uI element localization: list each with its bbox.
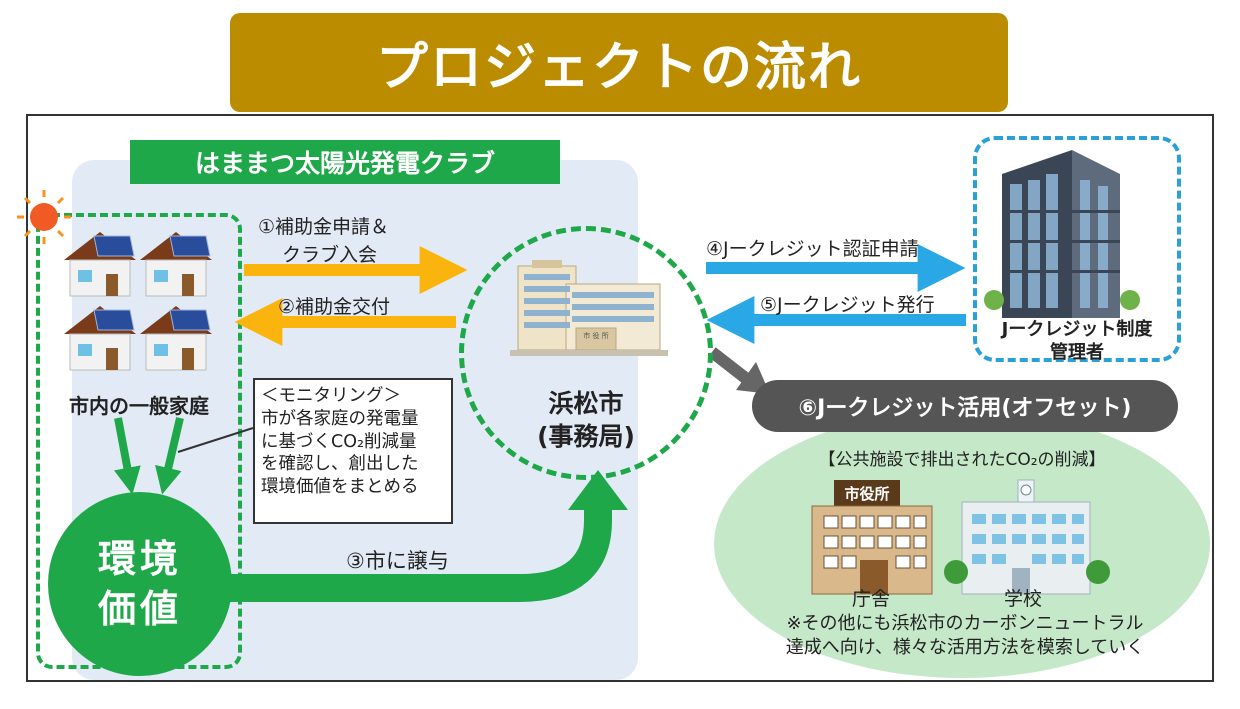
- usage-note: ※その他にも浜松市のカーボンニュートラル 達成へ向け、様々な活用方法を模索してい…: [730, 612, 1200, 661]
- city-office-label: 浜松市 (事務局): [459, 388, 713, 453]
- monitoring-box: ＜モニタリング＞ 市が各家庭の発電量 に基づくCO₂削減量 を確認し、創出した …: [253, 378, 453, 524]
- monitoring-line: を確認し、創出した: [261, 454, 419, 475]
- city-hall-label: 庁舎: [852, 588, 891, 610]
- env-value-line1: 環境: [97, 536, 182, 581]
- monitoring-heading: ＜モニタリング＞: [261, 386, 401, 406]
- city-hall-icon: 市役所: [811, 480, 933, 595]
- school-label: 学校: [1004, 588, 1043, 610]
- monitoring-line: 環境価値をまとめる: [261, 477, 419, 497]
- arrow-step3-head: [568, 470, 628, 510]
- diagram-frame: [26, 114, 1214, 682]
- jcredit-admin-line2: 管理者: [1050, 342, 1104, 364]
- sun-icon: [17, 190, 71, 244]
- arrow-step6: [708, 347, 752, 385]
- step2-label: ②補助金交付: [278, 296, 391, 318]
- monitoring-line: に基づくCO₂削減量: [261, 431, 417, 452]
- city-office-circle: [459, 226, 713, 480]
- page-title: プロジェクトの流れ: [230, 13, 1008, 112]
- city-name: 浜松市: [548, 389, 624, 418]
- step3-label: ③市に譲与: [346, 549, 449, 573]
- monitoring-line: 市が各家庭の発電量: [261, 408, 419, 429]
- monitoring-leader-line: [177, 427, 254, 453]
- school-icon: [944, 479, 1110, 595]
- env-value-line2: 価値: [97, 587, 182, 631]
- step1-label-line1: ①補助金申請＆: [258, 216, 390, 238]
- jcredit-admin-box: [973, 136, 1181, 362]
- city-role: (事務局): [537, 421, 635, 451]
- step6-label: ⑥Jークレジット活用(オフセット): [752, 380, 1178, 432]
- usage-note-line1: ※その他にも浜松市のカーボンニュートラル: [786, 613, 1144, 634]
- city-hall-sign: 市役所: [844, 485, 889, 503]
- office-tower-icon: [984, 150, 1140, 318]
- step5-label: ⑤Jークレジット発行: [760, 294, 935, 316]
- jcredit-admin-line1: Jークレジット制度: [1001, 319, 1153, 340]
- arrow-households-to-value: [113, 417, 141, 495]
- environmental-value-circle: 環境 価値: [48, 492, 232, 676]
- usage-subtitle: 【公共施設で排出されたCO₂の削減】: [818, 450, 1106, 470]
- arrow-step3: [225, 498, 612, 602]
- usage-note-line2: 達成へ向け、様々な活用方法を模索していく: [785, 637, 1145, 659]
- households-label: 市内の一般家庭: [69, 394, 209, 418]
- step1-label-line2: クラブ入会: [282, 244, 378, 266]
- club-label: はままつ太陽光発電クラブ: [130, 140, 560, 184]
- jcredit-admin-label: Jークレジット制度 管理者: [973, 318, 1181, 365]
- step4-label: ④Jークレジット認証申請: [706, 238, 919, 260]
- house-solar-icon: [64, 232, 212, 371]
- arrow-households-to-value-2: [155, 417, 184, 495]
